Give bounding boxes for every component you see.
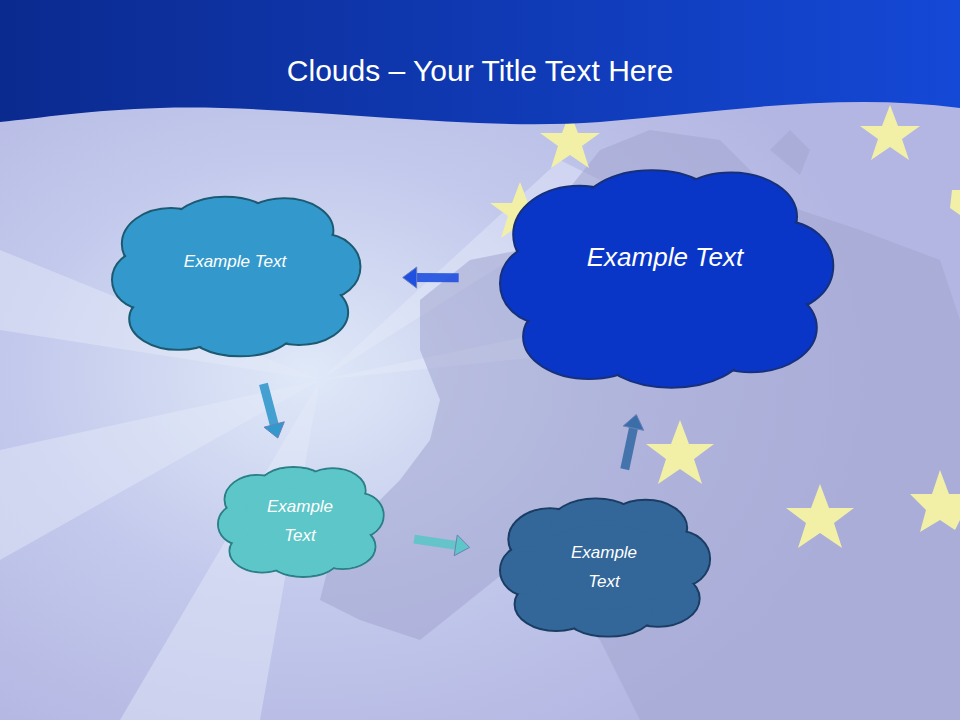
flow-arrow bbox=[403, 267, 459, 288]
cloud-outline bbox=[500, 168, 830, 390]
cloud-outline bbox=[218, 466, 382, 578]
map-of-europe bbox=[320, 130, 960, 720]
cloud-shape: Example Text bbox=[500, 497, 708, 638]
map-island bbox=[770, 130, 810, 175]
cloud-text: Example Text bbox=[252, 493, 348, 551]
cloud-shape: Example Text bbox=[112, 195, 358, 358]
cloud-shape: Example Text bbox=[218, 466, 382, 578]
flow-arrow bbox=[414, 535, 469, 556]
cloud-outline bbox=[500, 497, 708, 638]
cloud-text: Example Text bbox=[587, 235, 744, 279]
flow-arrow bbox=[623, 414, 644, 469]
title-banner bbox=[0, 0, 960, 124]
cloud-shape: Example Text bbox=[500, 168, 830, 390]
cloud-text: Example Text bbox=[184, 248, 286, 277]
slide-title: Clouds – Your Title Text Here bbox=[0, 54, 960, 88]
cloud-outline bbox=[112, 195, 358, 358]
cloud-text: Example Text bbox=[554, 539, 654, 597]
eu-stars bbox=[490, 105, 960, 548]
flow-arrow bbox=[263, 384, 284, 438]
